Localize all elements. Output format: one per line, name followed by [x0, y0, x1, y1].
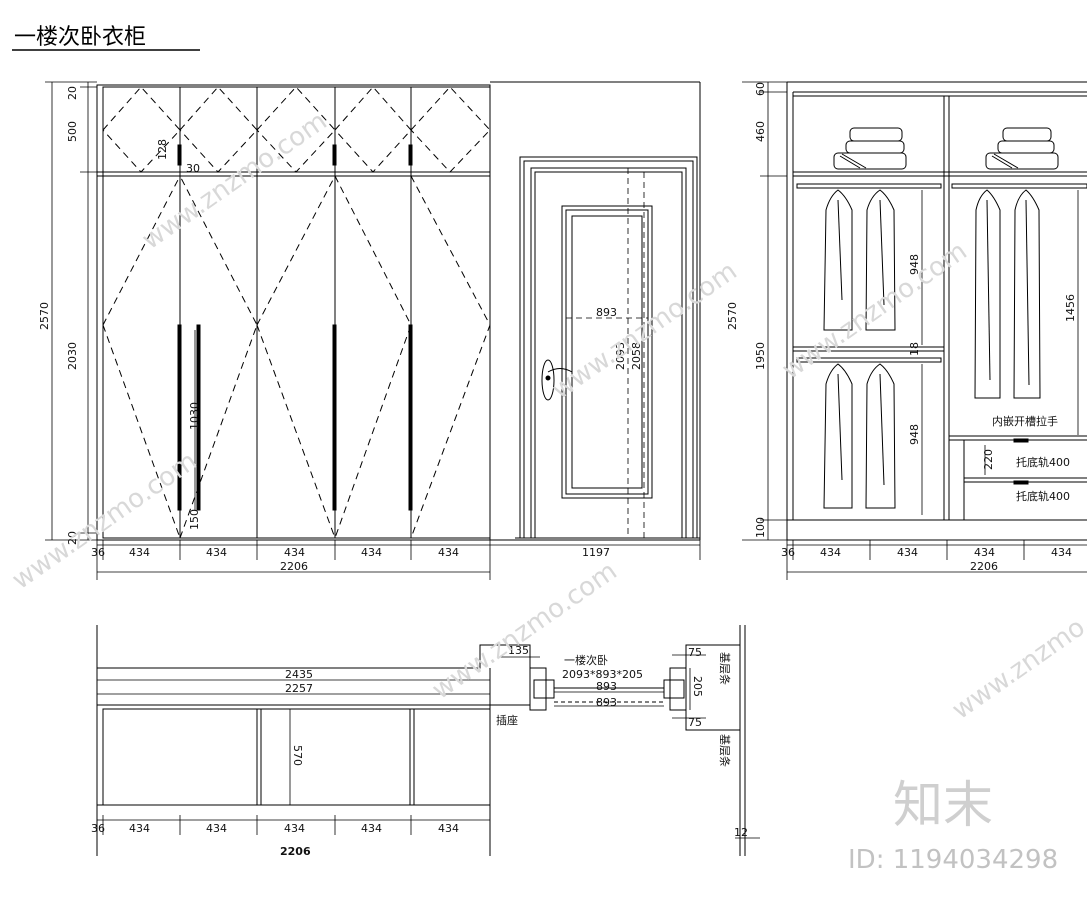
dim-plan-75-b: 75 — [688, 716, 702, 729]
room-door — [515, 156, 700, 541]
dim-plan-205: 205 — [691, 676, 704, 697]
dim-sec-w-36: 36 — [781, 546, 795, 559]
dim-plan-w-1: 434 — [129, 822, 150, 835]
watermark-url: www.znzmo.com — [137, 106, 333, 256]
plan-dimensions — [96, 654, 760, 840]
dim-plan-135: 135 — [508, 644, 529, 657]
watermark-url: www.znzmo.com — [777, 236, 973, 386]
dim-top-cabinet: 500 — [66, 121, 79, 142]
dim-plan-893-b: 893 — [596, 696, 617, 709]
dim-30: 30 — [186, 162, 200, 175]
dim-plan-total: 2206 — [280, 845, 311, 858]
title-text: 一楼次卧衣柜 — [14, 25, 146, 50]
dim-hang-lower: 948 — [908, 424, 921, 445]
dim-hang-upper: 948 — [908, 254, 921, 275]
hanging-garment-icon — [1013, 189, 1041, 399]
dim-handle-length: 1030 — [188, 402, 201, 430]
dim-door-2058: 2058 — [630, 342, 643, 370]
hanging-garment-icon — [865, 189, 896, 331]
dim-plan-w-2: 434 — [206, 822, 227, 835]
dim-sec-1950: 1950 — [754, 342, 767, 370]
elevation-dimensions — [45, 81, 701, 580]
dim-w-4: 434 — [361, 546, 382, 559]
label-base-1: 基层条 — [718, 652, 732, 685]
section-dimensions — [742, 81, 1087, 580]
dim-sec-460: 460 — [754, 121, 767, 142]
dim-hang-long: 1456 — [1064, 294, 1077, 322]
hanging-garment-icon — [823, 189, 853, 331]
watermark-url: www.znzmo.com — [7, 446, 203, 596]
dim-plan-2257: 2257 — [285, 682, 313, 695]
hanging-garment-icon — [865, 363, 896, 509]
label-room: 一楼次卧 — [564, 653, 608, 667]
dim-plan-w-36: 36 — [91, 822, 105, 835]
dim-plan-w-4: 434 — [361, 822, 382, 835]
dim-plan-893-a: 893 — [596, 680, 617, 693]
dim-w-5: 434 — [438, 546, 459, 559]
dim-plan-12: 12 — [734, 826, 748, 839]
dim-sec-w-3: 434 — [974, 546, 995, 559]
watermark-url: www.znzmo.com — [547, 256, 743, 406]
door-dimensions — [566, 168, 648, 538]
hanging-garment-icon — [974, 189, 1001, 399]
label-rail-2: 托底轨400 — [1016, 489, 1070, 503]
dim-sec-60: 60 — [754, 82, 767, 96]
label-socket: 插座 — [496, 713, 518, 727]
dim-sec-w-4: 434 — [1051, 546, 1072, 559]
section-dim-labels: 60 460 1950 100 2570 948 18 948 1456 220… — [726, 82, 1077, 573]
dim-top-gap: 20 — [66, 86, 79, 100]
label-door-size: 2093*893*205 — [562, 668, 643, 681]
dim-sec-total: 2570 — [726, 302, 739, 330]
dim-w-2: 434 — [206, 546, 227, 559]
dim-sec-w-2: 434 — [897, 546, 918, 559]
plan-dim-labels: 2435 2257 570 135 893 893 205 75 75 12 一… — [91, 644, 748, 858]
dim-sec-w-1: 434 — [820, 546, 841, 559]
dim-sec-100: 100 — [754, 517, 767, 538]
dim-handle-offset: 150 — [188, 509, 201, 530]
wardrobe-internal-section — [786, 81, 1087, 541]
folded-clothes-icon — [833, 127, 907, 170]
elevation-dim-labels: 20 500 2030 20 2570 128 30 1030 150 36 4… — [38, 86, 610, 573]
dim-drawer: 220 — [982, 449, 995, 470]
dim-door-width: 1197 — [582, 546, 610, 559]
drawing-title: 一楼次卧衣柜 — [12, 25, 200, 51]
dim-main-cabinet: 2030 — [66, 342, 79, 370]
door-dim-labels: 893 2093 2058 — [596, 306, 643, 370]
dim-door-2093: 2093 — [614, 342, 627, 370]
door-swing-lines — [102, 86, 491, 539]
dim-base-gap: 20 — [66, 531, 79, 545]
dim-door-893: 893 — [596, 306, 617, 319]
dim-w-3: 434 — [284, 546, 305, 559]
watermark-url: www.znzmo.com — [947, 576, 1087, 726]
watermark: www.znzmo.com www.znzmo.com www.znzmo.co… — [7, 106, 1087, 875]
dim-plan-2435: 2435 — [285, 668, 313, 681]
plan-view — [96, 625, 746, 856]
watermark-id: ID: 1194034298 — [848, 845, 1058, 875]
dim-w-36: 36 — [91, 546, 105, 559]
label-rail-1: 托底轨400 — [1016, 455, 1070, 469]
label-handle: 内嵌开槽拉手 — [992, 414, 1058, 428]
dim-plan-75-a: 75 — [688, 646, 702, 659]
label-base-2: 基层条 — [718, 734, 732, 767]
dim-total-height: 2570 — [38, 302, 51, 330]
dim-sec-total-width: 2206 — [970, 560, 998, 573]
dim-hang-18: 18 — [908, 342, 921, 356]
watermark-url: www.znzmo.com — [427, 556, 623, 706]
folded-clothes-icon — [985, 127, 1059, 170]
hanging-garment-icon — [823, 363, 853, 509]
watermark-logo: 知末 — [893, 776, 993, 834]
dim-plan-570: 570 — [291, 745, 304, 766]
dim-w-1: 434 — [129, 546, 150, 559]
dim-total-width: 2206 — [280, 560, 308, 573]
dim-plan-w-3: 434 — [284, 822, 305, 835]
dim-128: 128 — [156, 139, 169, 160]
dim-plan-w-5: 434 — [438, 822, 459, 835]
door-handle-icon — [541, 359, 555, 401]
